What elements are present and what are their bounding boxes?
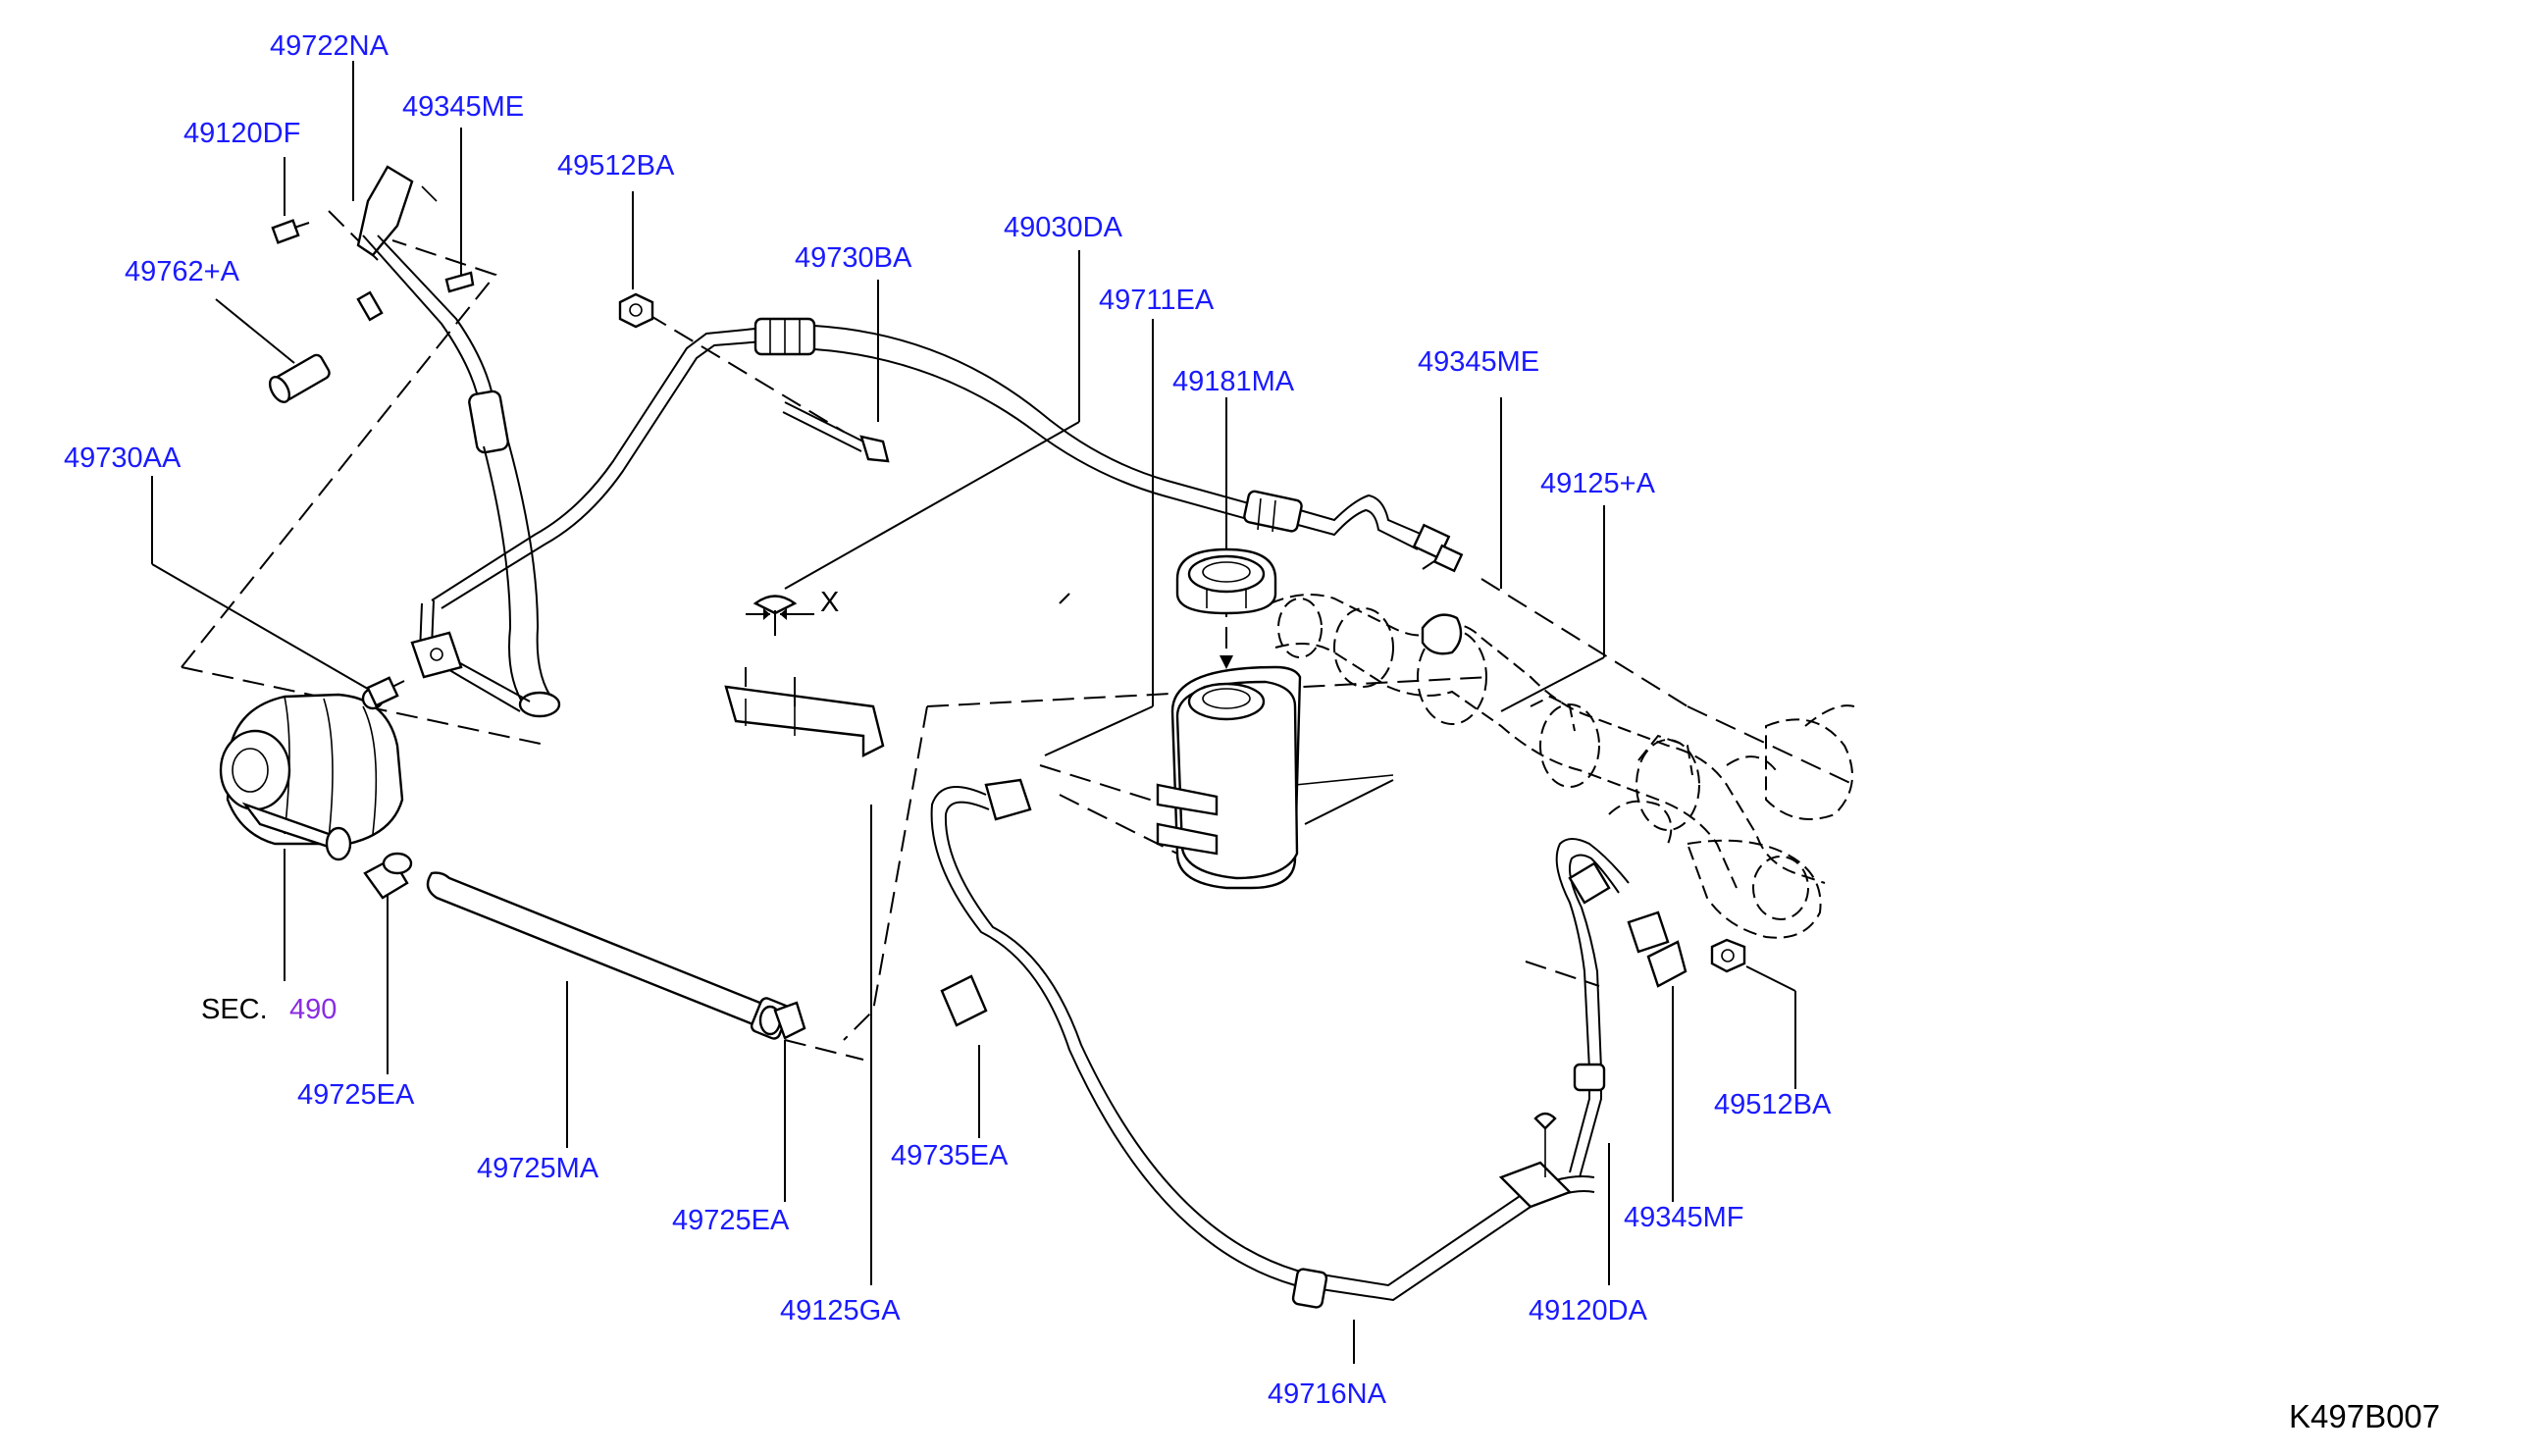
clip-49345mf bbox=[1646, 940, 1687, 988]
reservoir-tank bbox=[1156, 665, 1394, 890]
label-49512ba-upper: 49512BA bbox=[557, 150, 675, 182]
label-49722na: 49722NA bbox=[270, 30, 389, 62]
label-49512ba-lower: 49512BA bbox=[1714, 1089, 1832, 1120]
label-49762a: 49762+A bbox=[125, 256, 240, 287]
power-steering-pump bbox=[219, 687, 404, 861]
pressure-line-right bbox=[1555, 838, 1670, 1178]
label-490: 490 bbox=[289, 994, 337, 1025]
pressure-tube bbox=[410, 317, 1464, 712]
label-49730aa: 49730AA bbox=[64, 442, 182, 474]
label-sec: SEC. bbox=[201, 994, 268, 1025]
nut-49512ba-upper bbox=[618, 292, 654, 329]
nut-49512ba-lower bbox=[1710, 938, 1746, 973]
bolt-49730aa bbox=[366, 676, 405, 707]
label-49730ba: 49730BA bbox=[795, 242, 912, 274]
clip-49345me-upper bbox=[444, 271, 475, 293]
label-49345mf: 49345MF bbox=[1624, 1202, 1744, 1233]
bolt-49120df bbox=[271, 219, 310, 244]
cap-arrow bbox=[1220, 655, 1233, 669]
reservoir-cap bbox=[1175, 547, 1277, 615]
label-49725ea-left: 49725EA bbox=[297, 1079, 415, 1111]
pressure-sensor-49762a bbox=[268, 290, 384, 403]
label-49125ga: 49125GA bbox=[780, 1295, 901, 1326]
label-49345me-upper: 49345ME bbox=[402, 91, 524, 123]
label-49735ea: 49735EA bbox=[891, 1140, 1009, 1171]
leader-lines bbox=[151, 61, 1796, 1364]
return-hose-49716na bbox=[930, 778, 1595, 1309]
label-49725ea-right: 49725EA bbox=[672, 1205, 790, 1236]
label-49345me-lower: 49345ME bbox=[1418, 346, 1539, 378]
part-labels: 49722NA 49120DF 49345ME 49512BA 49762+A … bbox=[64, 30, 2440, 1434]
clamp-49725ea-right bbox=[773, 1001, 806, 1040]
label-49120da: 49120DA bbox=[1529, 1295, 1648, 1326]
label-49711ea: 49711EA bbox=[1099, 285, 1215, 316]
bolt-49730ba bbox=[782, 401, 890, 463]
bracket-49125ga bbox=[724, 667, 885, 757]
diagram-code: K497B007 bbox=[2289, 1398, 2440, 1434]
return-hose-49725ma bbox=[426, 871, 791, 1040]
label-49716na: 49716NA bbox=[1268, 1378, 1387, 1410]
clip-49030da bbox=[746, 595, 814, 636]
label-49181ma: 49181MA bbox=[1172, 366, 1295, 397]
steering-gear-phantom bbox=[1270, 594, 1855, 939]
label-x: X bbox=[820, 587, 839, 618]
label-49125a: 49125+A bbox=[1540, 468, 1656, 499]
high-pressure-hose-assembly bbox=[356, 165, 561, 718]
label-49120df: 49120DF bbox=[183, 118, 300, 149]
clamp-49725ea-left bbox=[363, 852, 413, 900]
label-49030da: 49030DA bbox=[1004, 212, 1123, 243]
label-49725ma: 49725MA bbox=[477, 1153, 599, 1184]
